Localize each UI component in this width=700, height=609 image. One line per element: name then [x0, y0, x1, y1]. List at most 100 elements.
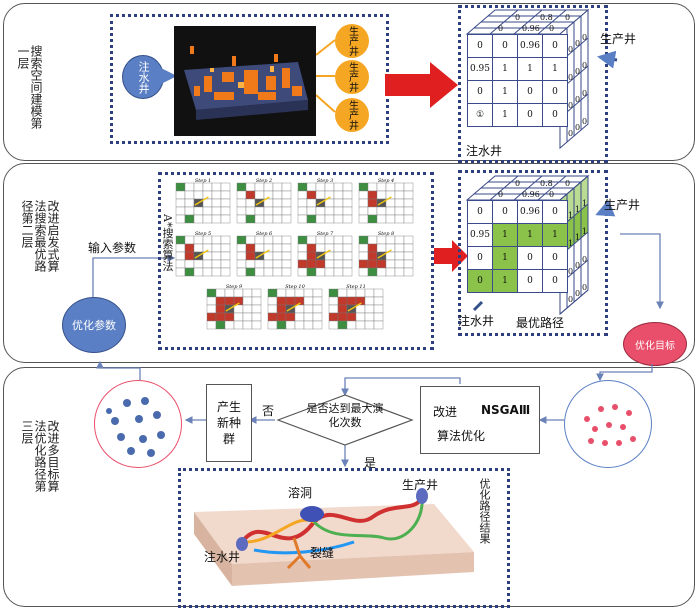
svg-text:0: 0 — [568, 129, 573, 138]
fracture-label: 裂缝 — [310, 546, 335, 560]
astar-step-3: Step 3 — [297, 178, 353, 224]
svg-text:0: 0 — [582, 283, 587, 292]
astar-box — [158, 172, 434, 350]
result-box — [178, 468, 510, 608]
svg-text:0: 0 — [565, 13, 570, 22]
best-path-label: 最优路径 — [516, 316, 565, 330]
yes-label: 是 — [364, 456, 377, 470]
astar-step-6: Step 6 — [236, 231, 292, 277]
optimize-param-node: 优化参数 — [62, 297, 126, 353]
astar-step-4: Step 4 — [358, 178, 414, 224]
new-population-box: 产生新种群 — [206, 384, 252, 462]
svg-text:0: 0 — [515, 179, 520, 188]
population-circle — [94, 380, 182, 468]
svg-text:0: 0 — [565, 179, 570, 188]
layer1-red-arrow — [385, 62, 458, 108]
astar-step-arrow — [347, 302, 362, 312]
svg-text:0: 0 — [568, 45, 573, 54]
layer3-side-label: 改进多目标算法优化路径第三层 — [20, 420, 60, 492]
input-param-label: 输入参数 — [88, 241, 137, 255]
astar-step-label: Step 9 — [226, 284, 243, 290]
svg-text:0: 0 — [582, 117, 587, 126]
svg-text:0: 0 — [549, 190, 554, 199]
result-3d-image — [184, 472, 476, 598]
no-label: 否 — [262, 404, 275, 418]
nsga-box: 改进 NSGAⅢ 算法优化 — [420, 386, 540, 454]
production-well-node-2: 生产井 — [335, 60, 369, 94]
svg-text:0: 0 — [575, 39, 580, 48]
layer1-grid-box — [458, 5, 608, 163]
astar-step-label: Step 1 — [195, 178, 211, 184]
astar-step-label: Step 3 — [317, 178, 333, 184]
svg-text:0: 0 — [582, 89, 587, 98]
target-circle — [564, 380, 652, 468]
decision-text: 是否达到最大演化次数 — [306, 402, 384, 429]
astar-step-2: Step 2 — [236, 178, 292, 224]
astar-step-arrow — [377, 196, 392, 206]
astar-step-arrow — [225, 302, 240, 312]
astar-step-label: Step 4 — [378, 178, 394, 184]
svg-text:0: 0 — [575, 123, 580, 132]
astar-step-label: Step 6 — [256, 231, 273, 237]
layer2-inj-label: 注水井 — [458, 314, 495, 328]
svg-text:0: 0 — [575, 67, 580, 76]
astar-step-label: Step 2 — [256, 178, 272, 184]
svg-text:0: 0 — [498, 24, 503, 33]
svg-text:1: 1 — [575, 205, 580, 214]
svg-text:0.96: 0.96 — [522, 24, 540, 33]
svg-text:1: 1 — [575, 233, 580, 242]
nsga-name: NSGAⅢ — [481, 403, 531, 417]
astar-steps: Step 1 Step 2 Step 3 Step 4 Step 5 Step 6 Step… — [175, 175, 422, 343]
astar-step-label: Step 11 — [346, 284, 366, 290]
svg-text:0: 0 — [575, 289, 580, 298]
astar-step-label: Step 5 — [195, 231, 211, 237]
astar-step-arrow — [194, 249, 209, 259]
svg-text:0: 0 — [568, 101, 573, 110]
astar-step-arrow — [316, 249, 331, 259]
svg-text:0: 0 — [575, 95, 580, 104]
astar-step-arrow — [377, 249, 392, 259]
astar-step-arrow — [194, 196, 209, 206]
svg-text:0: 0 — [515, 13, 520, 22]
svg-text:0.96: 0.96 — [522, 190, 540, 199]
svg-text:0: 0 — [582, 255, 587, 264]
svg-text:1: 1 — [568, 239, 573, 248]
reservoir-3d-image — [174, 26, 316, 136]
svg-text:1: 1 — [582, 227, 587, 236]
nsga-line2: 算法优化 — [437, 429, 486, 443]
layer1-prod-label: 生产井 — [600, 32, 637, 46]
layer1-inj-label: 注水井 — [466, 144, 503, 158]
astar-step-label: Step 8 — [378, 231, 394, 237]
production-well-node-1: 生产井 — [335, 24, 369, 58]
svg-text:0: 0 — [582, 33, 587, 42]
astar-step-5: Step 5 — [175, 231, 231, 277]
svg-text:0: 0 — [568, 73, 573, 82]
svg-text:0: 0 — [568, 267, 573, 276]
svg-text:0: 0 — [549, 24, 554, 33]
svg-text:0: 0 — [575, 261, 580, 270]
astar-step-arrow — [255, 249, 270, 259]
astar-step-7: Step 7 — [297, 231, 353, 277]
result-label: 优化路径结果 — [478, 478, 491, 544]
svg-text:0.8: 0.8 — [540, 13, 553, 22]
svg-text:0: 0 — [582, 61, 587, 70]
layer2-side-label: 改进启发式算法搜索最优路径第二层 — [20, 200, 60, 272]
astar-step-9: Step 9 — [206, 284, 262, 330]
astar-step-label: Step 10 — [285, 284, 305, 290]
svg-text:0.8: 0.8 — [540, 179, 553, 188]
nsga-line1: 改进 — [433, 405, 458, 419]
svg-text:1: 1 — [568, 211, 573, 220]
astar-step-arrow — [286, 302, 301, 312]
production-well-node-3: 生产井 — [335, 98, 369, 132]
layer2-grid-box — [458, 170, 608, 336]
layer2-prod-label: 生产井 — [604, 198, 641, 212]
inj-well-label: 注水井 — [204, 550, 241, 564]
decision-diamond — [276, 394, 414, 446]
svg-text:0: 0 — [498, 190, 503, 199]
layer1-side-label: 搜索空间建模第一层 — [16, 45, 43, 129]
astar-label: A*搜索算法 — [161, 214, 174, 272]
svg-text:0: 0 — [568, 295, 573, 304]
